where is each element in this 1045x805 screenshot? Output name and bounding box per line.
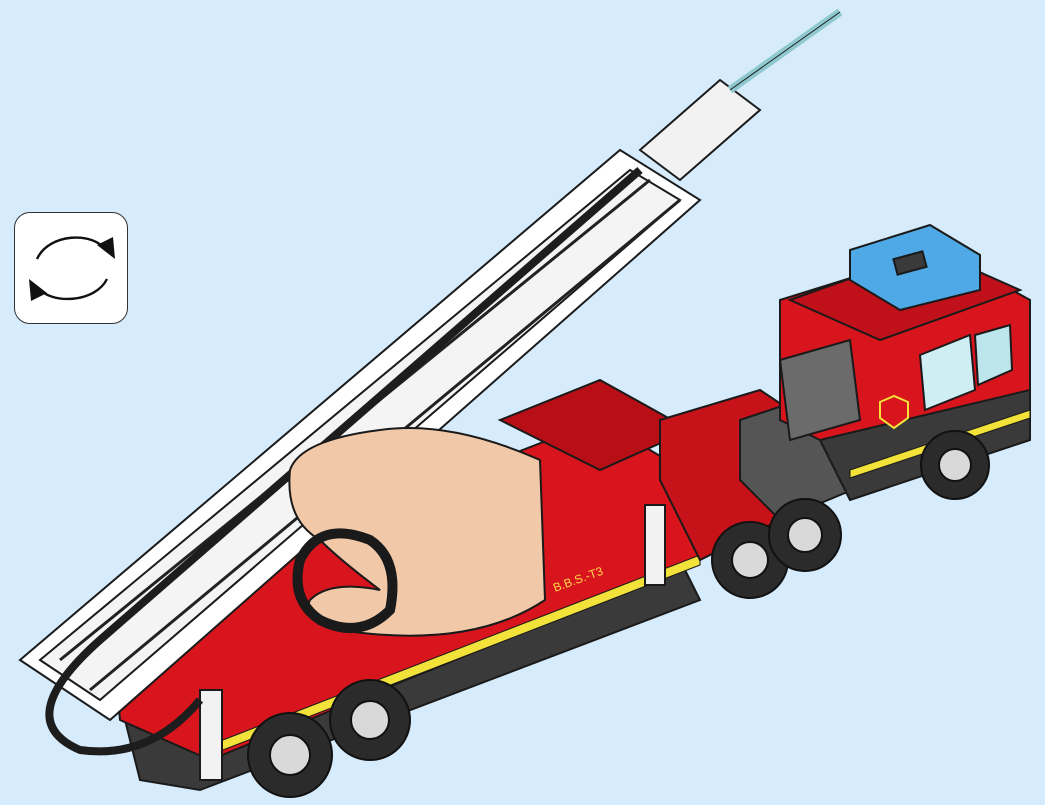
outrigger-leg (645, 505, 665, 585)
ladder-tip (640, 80, 760, 180)
outrigger-leg (200, 690, 222, 780)
